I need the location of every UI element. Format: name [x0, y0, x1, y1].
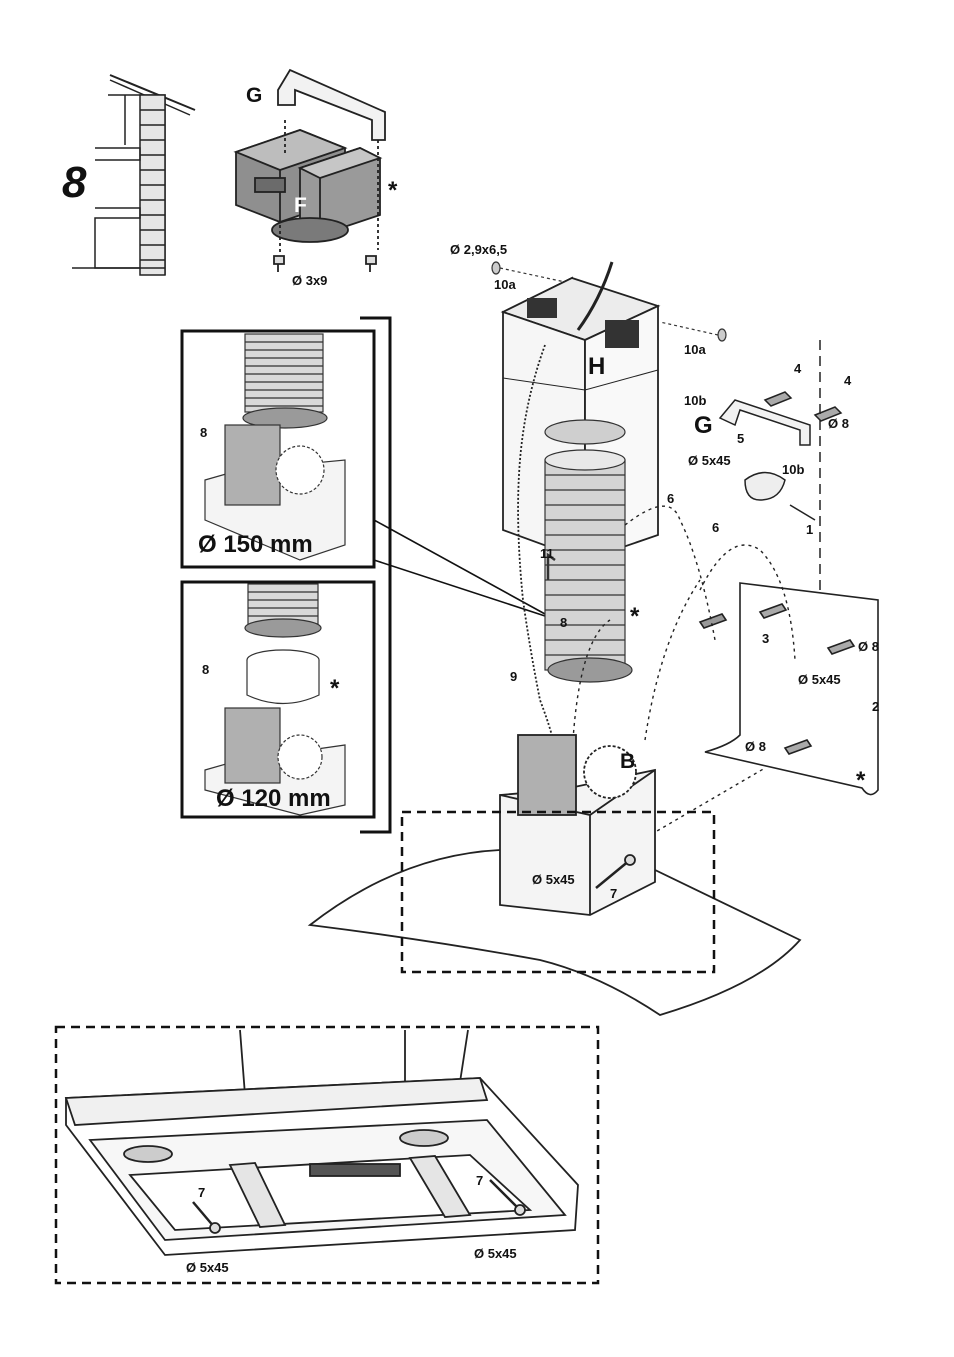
asterisk-1: *	[388, 177, 398, 204]
inset2-callout-8: 8	[202, 662, 209, 677]
callout-6-lower: 6	[712, 520, 719, 535]
chimney-H-label: H	[588, 353, 605, 380]
callout-4-left: 4	[794, 361, 802, 376]
chimney-screw-label: Ø 2,9x6,5	[450, 242, 507, 257]
wall-panel	[698, 582, 879, 796]
wall-plug-low-label: Ø 8	[745, 739, 766, 754]
callout-10a-right: 10a	[684, 342, 706, 357]
inset-duct-120	[180, 580, 376, 819]
callout-4-right: 4	[844, 373, 852, 388]
step-number: 8	[62, 158, 87, 207]
callout-8-main: 8	[560, 615, 567, 630]
chimney-screws	[491, 261, 727, 342]
callout-10b-right: 10b	[782, 462, 804, 477]
callout-7-right: 7	[476, 1173, 483, 1188]
callout-7-left: 7	[198, 1185, 205, 1200]
bracket-G-wall-label: G	[694, 412, 713, 439]
asterisk-3: *	[630, 603, 640, 630]
wall-bracket-G	[718, 340, 843, 590]
bottom-right-screw-label: Ø 5x45	[474, 1246, 517, 1261]
callout-10a-left: 10a	[494, 277, 516, 292]
callout-11: 11	[540, 546, 554, 561]
callout-5: 5	[737, 431, 744, 446]
inset1-callout-8: 8	[200, 425, 207, 440]
bottom-left-screw-label: Ø 5x45	[186, 1260, 229, 1275]
callout-2: 2	[872, 699, 879, 714]
wall-plug-top-label: Ø 8	[828, 416, 849, 431]
callout-1: 1	[806, 522, 813, 537]
bracket-G-label: G	[246, 84, 262, 107]
hood-underside-view	[64, 1029, 579, 1256]
screw-3x9-label: Ø 3x9	[292, 273, 327, 288]
callout-9: 9	[510, 669, 517, 684]
wall-screw-label: Ø 5x45	[798, 672, 841, 687]
callout-7-main: 7	[610, 886, 617, 901]
callout-10b-left: 10b	[684, 393, 706, 408]
unit-F-label: F	[294, 194, 307, 217]
inset-bracket	[360, 316, 392, 834]
duct-150-label: Ø 150 mm	[198, 531, 313, 558]
base-screw-label: Ø 5x45	[532, 872, 575, 887]
flexible-duct	[544, 419, 633, 683]
callout-3: 3	[762, 631, 769, 646]
hood-base-B	[307, 734, 802, 1016]
inset-leaders	[373, 519, 546, 617]
asterisk-4: *	[856, 767, 866, 794]
wall-ceiling-sketch	[72, 74, 196, 276]
asterisk-2: *	[330, 675, 340, 702]
inset-duct-150	[180, 329, 376, 569]
bracket-screw-label: Ø 5x45	[688, 453, 731, 468]
wall-plug-mid-label: Ø 8	[858, 639, 879, 654]
duct-120-label: Ø 120 mm	[216, 785, 331, 812]
detail-frame-lower	[54, 1025, 600, 1285]
dashed-guides	[572, 505, 796, 846]
callout-6-upper: 6	[667, 491, 674, 506]
detail-frame-upper	[400, 810, 716, 974]
motor-unit-F	[233, 68, 386, 272]
base-B-label: B	[620, 750, 635, 773]
